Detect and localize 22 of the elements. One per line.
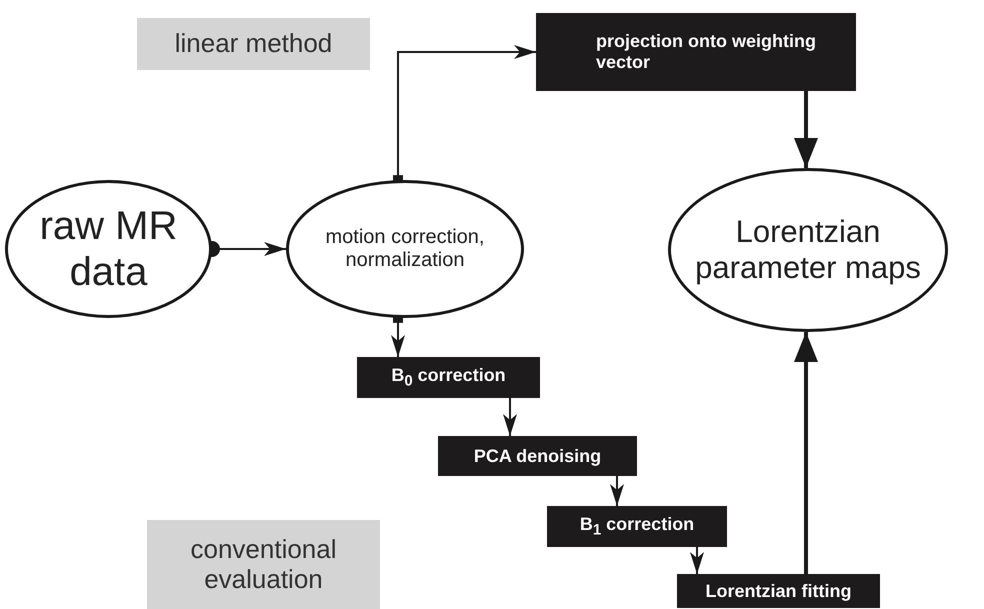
process-box xyxy=(547,506,727,547)
arrow xyxy=(794,91,818,168)
node-text: B$_{1}$ correction xyxy=(580,514,694,539)
method-label-band xyxy=(147,520,380,609)
process-box xyxy=(357,357,540,398)
arrow xyxy=(794,332,818,574)
method-label-band xyxy=(137,18,370,70)
node-text: projection onto weighting vector xyxy=(596,31,817,73)
node-text: PCA denoising xyxy=(474,446,602,466)
arrow xyxy=(610,476,624,506)
node-text: raw MR data xyxy=(38,203,178,295)
process-box xyxy=(438,436,637,476)
process-box xyxy=(536,13,856,91)
arrow xyxy=(503,398,517,436)
node-text: linear method xyxy=(174,29,332,59)
node-text: Lorentzian fitting xyxy=(706,580,852,602)
process-box xyxy=(677,574,880,608)
node-text: Lorentzian parameter maps xyxy=(694,214,922,286)
arrow xyxy=(690,547,704,574)
node-text: motion correction, normalization xyxy=(324,226,486,272)
node-text: B$_{0}$ correction xyxy=(391,365,506,390)
node-text: conventional evaluation xyxy=(190,534,338,594)
